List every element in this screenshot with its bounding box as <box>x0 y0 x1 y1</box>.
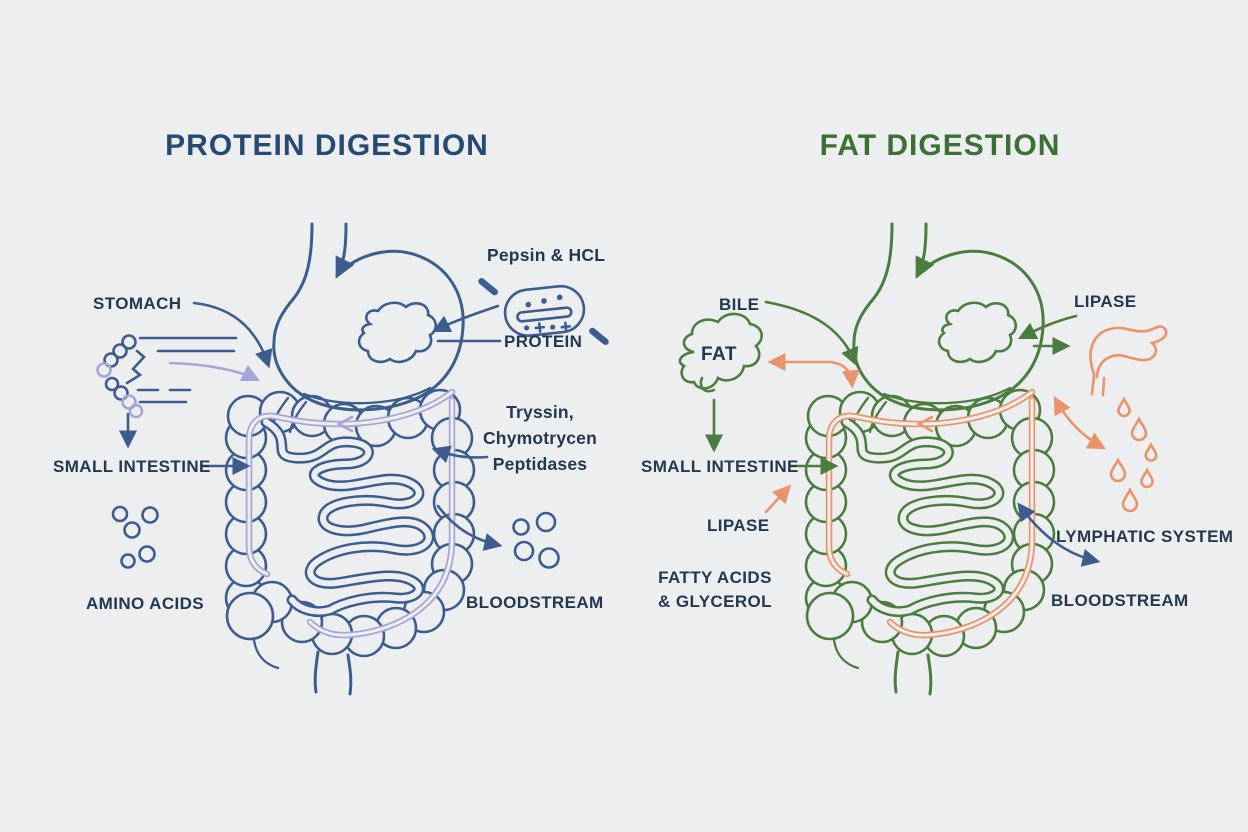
protein-label: PROTEIN <box>504 332 583 351</box>
food-entry-arrow <box>168 361 261 382</box>
emulsified-fat-blob-icon <box>937 301 1018 364</box>
bile-release-arrow <box>1053 396 1106 450</box>
gallbladder-icon <box>1089 325 1168 397</box>
protein-panel-title: PROTEIN DIGESTION <box>165 129 489 162</box>
lipase-bottom-arrow <box>764 484 792 514</box>
fat-panel-title: FAT DIGESTION <box>819 129 1061 162</box>
bloodstream-label-right: BLOODSTREAM <box>1051 591 1189 610</box>
pepsin-hcl-label: Pepsin & HCL <box>487 245 606 265</box>
protein-digestive-tract-drawing <box>226 224 474 694</box>
bloodstream-circles-icon <box>512 511 560 569</box>
enzymes-line3: Peptidases <box>492 454 588 474</box>
lipase-label-top: LIPASE <box>1074 292 1137 311</box>
fat-label: FAT <box>701 344 737 365</box>
lipase-top-leader-arrow <box>1017 314 1078 340</box>
amino-acids-label: AMINO ACIDS <box>86 594 205 613</box>
protein-blob-icon <box>357 301 438 364</box>
protein-annotations <box>96 278 609 569</box>
fat-blob-icon <box>678 312 763 393</box>
fat-digestive-tract-drawing <box>806 224 1054 694</box>
enzymes-pointer-arrow <box>431 445 489 463</box>
small-intestine-label-right: SMALL INTESTINE <box>641 457 799 476</box>
flow-direction-chevron <box>336 415 354 433</box>
fat-emulsify-arrow <box>767 352 860 389</box>
fatty-acids-line2: & GLYCEROL <box>658 592 772 611</box>
bloodstream-arrow <box>436 504 503 551</box>
enzymes-label: Tryssin, Chymotrycen Peptidases <box>465 399 615 477</box>
small-intestine-label-left: SMALL INTESTINE <box>53 457 211 476</box>
stomach-label: STOMACH <box>93 294 182 313</box>
fat-annotations <box>678 300 1168 567</box>
enzyme-capsule-icon <box>478 278 609 345</box>
pepsin-pointer-arrow <box>431 304 500 333</box>
fatty-acids-glycerol-label: FATTY ACIDS & GLYCEROL <box>644 566 786 614</box>
bile-label: BILE <box>719 295 760 314</box>
enzymes-line1: Tryssin, <box>506 402 574 422</box>
bloodstream-label-left: BLOODSTREAM <box>466 593 604 612</box>
bile-droplets-icon <box>1109 399 1156 513</box>
lymphatic-system-label: LYMPHATIC SYSTEM <box>1056 527 1234 546</box>
lipase-label-bottom: LIPASE <box>707 516 770 535</box>
lymphatic-bloodstream-arrow <box>1017 502 1101 567</box>
stomach-pointer-arrow <box>192 301 273 369</box>
protein-chain-icon <box>96 334 146 419</box>
enzymes-line2: Chymotrycen <box>482 428 598 448</box>
flow-direction-chevron <box>916 415 934 433</box>
amino-acid-circles-icon <box>111 505 159 569</box>
bile-pointer-arrow <box>764 300 859 367</box>
fatty-acids-line1: FATTY ACIDS <box>658 568 772 587</box>
